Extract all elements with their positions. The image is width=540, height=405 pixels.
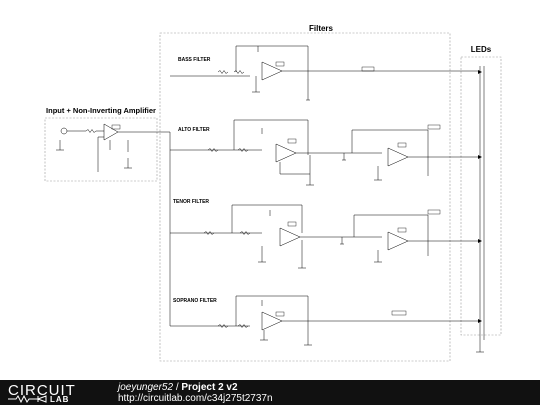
signal-source — [60, 127, 68, 135]
logo-resistor-icon — [8, 395, 47, 403]
wiring — [56, 45, 485, 353]
soprano-filter-label: SOPRANO FILTER — [173, 298, 217, 304]
filters-box — [159, 32, 451, 362]
input-opamp — [103, 123, 119, 141]
input-amplifier-box — [44, 117, 158, 182]
bass-opamp — [261, 61, 283, 81]
project-url[interactable]: http://circuitlab.com/c34j275t2737n — [118, 393, 273, 404]
logo-bottom-text: LAB — [50, 395, 70, 404]
filters-title: Filters — [309, 24, 334, 33]
schematic-canvas: Filters LEDs Input + Non-Inverting Ampli… — [44, 24, 502, 362]
input-amplifier-title: Input + Non-Inverting Amplifier — [46, 106, 156, 115]
alto-opamp-2 — [387, 147, 409, 167]
tenor-filter-label: TENOR FILTER — [173, 199, 209, 205]
tenor-led-icon — [478, 239, 482, 243]
alto-filter-label: ALTO FILTER — [178, 127, 210, 133]
soprano-led-icon — [478, 319, 482, 323]
tenor-opamp-1 — [279, 227, 301, 247]
tenor-opamp-2 — [387, 231, 409, 251]
leds-title: LEDs — [471, 45, 492, 54]
circuitlab-logo: CIRCUIT LAB — [8, 382, 108, 404]
project-meta: joeyunger52 / Project 2 v2 http://circui… — [118, 382, 273, 404]
alto-led-icon — [478, 155, 482, 159]
title-separator: / — [173, 382, 182, 393]
leds-box — [460, 56, 502, 336]
soprano-opamp — [261, 311, 283, 331]
bass-filter-label: BASS FILTER — [178, 57, 211, 63]
alto-opamp-1 — [275, 143, 297, 163]
net-labels — [111, 61, 441, 317]
username-link[interactable]: joeyunger52 — [118, 382, 174, 393]
project-title: Project 2 v2 — [181, 382, 238, 393]
logo-top-text: CIRCUIT — [8, 382, 76, 399]
bass-led-icon — [478, 70, 482, 74]
led-symbols — [478, 70, 482, 323]
footer-bar: CIRCUIT LAB joeyunger52 / Project 2 v2 h… — [0, 380, 540, 405]
